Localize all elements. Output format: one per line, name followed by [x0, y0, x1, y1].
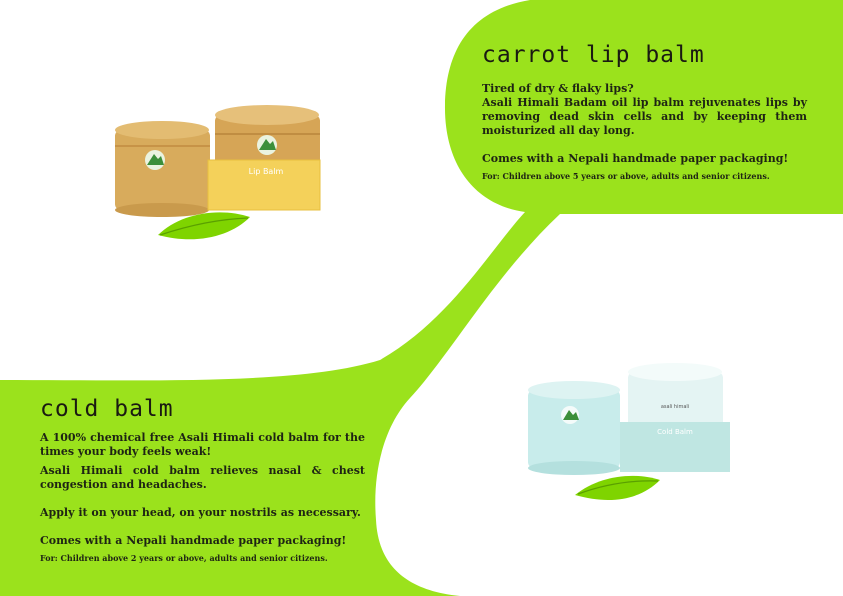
cold-balm-label: Cold Balm	[657, 428, 693, 436]
description-line: A 100% chemical free Asali Himali cold b…	[40, 431, 365, 458]
packaging-line: Comes with a Nepali handmade paper packa…	[40, 534, 347, 547]
brand-label: asali himali	[661, 404, 689, 410]
leaf-icon	[158, 212, 250, 240]
leaf-icon	[575, 475, 660, 500]
description-line: Asali Himali Badam oil lip balm rejuvena…	[482, 96, 807, 137]
lip-balm-label: Lip Balm	[249, 167, 284, 176]
section-title: cold balm	[40, 396, 174, 422]
usage-line: Apply it on your head, on your nostrils …	[40, 506, 361, 519]
cold-balm-section: cold balm A 100% chemical free Asali Him…	[40, 396, 365, 564]
section-title: carrot lip balm	[482, 42, 705, 68]
carrot-lip-balm-section: carrot lip balm Tired of dry & flaky lip…	[482, 42, 807, 182]
lip-balm-product-image: Lip Balm	[115, 105, 321, 240]
description-line: Asali Himali cold balm relieves nasal & …	[40, 464, 365, 491]
description-line: Tired of dry & flaky lips?	[482, 82, 634, 95]
mountain-logo-icon	[561, 406, 579, 424]
packaging-line: Comes with a Nepali handmade paper packa…	[482, 152, 789, 165]
audience-note: For: Children above 5 years or above, ad…	[482, 171, 770, 181]
cold-balm-product-image: Cold Balm asali himali	[528, 363, 730, 500]
mountain-logo-icon	[145, 135, 277, 170]
audience-note: For: Children above 2 years or above, ad…	[40, 553, 328, 563]
